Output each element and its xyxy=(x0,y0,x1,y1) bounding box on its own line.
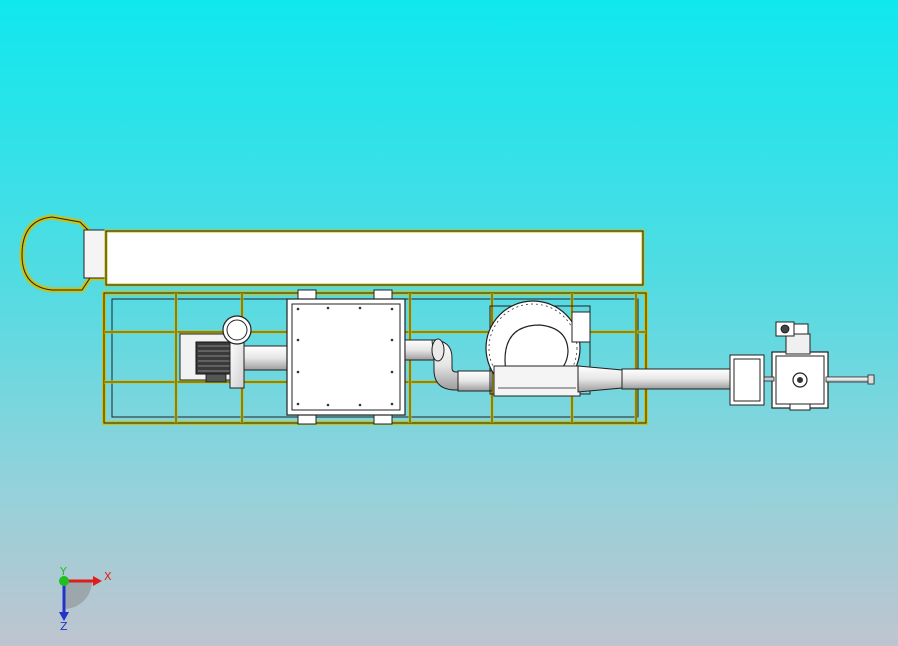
valve-assembly xyxy=(729,321,875,411)
square-tank xyxy=(286,289,406,425)
drive-pipe xyxy=(243,345,293,371)
axis-triad: X Y Z xyxy=(59,565,112,633)
motor xyxy=(179,315,252,389)
x-axis-label: X xyxy=(104,570,112,583)
z-axis-arrowhead xyxy=(59,612,69,621)
z-axis-label: Z xyxy=(60,620,68,633)
y-axis-label: Y xyxy=(59,565,67,578)
x-axis-arrowhead xyxy=(93,576,102,586)
handrail-loop xyxy=(19,214,109,293)
top-panel xyxy=(104,229,645,287)
outlet-pipe xyxy=(577,365,763,393)
triad-plane-shade xyxy=(64,581,92,609)
centrifugal-blower xyxy=(485,300,591,397)
connecting-pipe xyxy=(404,338,493,392)
y-axis-dot xyxy=(59,576,69,586)
